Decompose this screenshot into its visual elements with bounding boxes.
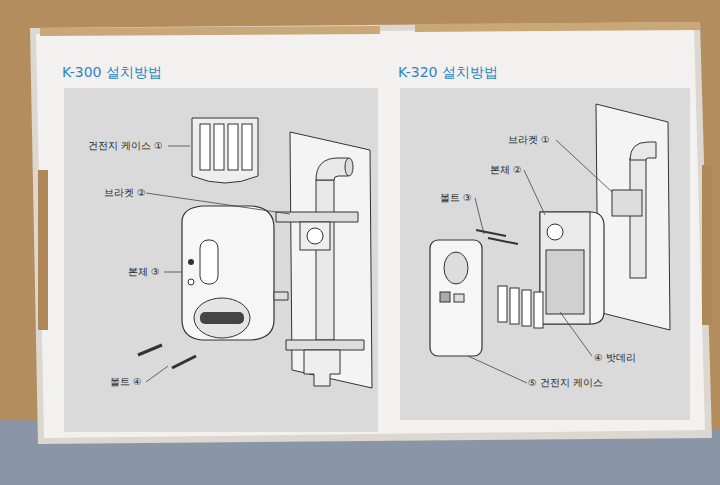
panel-region: K-320 설치방법	[398, 64, 692, 422]
part-label: 볼트 ③	[440, 192, 472, 203]
part-label: 브라켓 ②	[104, 187, 146, 198]
panel-region: K-300 설치방법	[62, 64, 380, 434]
part-label: ⑤ 건전지 케이스	[528, 377, 603, 388]
part-label: ④ 밧데리	[594, 352, 636, 363]
part-label: 본체 ③	[128, 266, 160, 277]
section-heading: K-320 설치방법	[398, 64, 498, 82]
part-label: 본체 ②	[490, 164, 522, 175]
part-label: 볼트 ④	[110, 376, 142, 387]
part-label: 건전지 케이스 ①	[88, 140, 163, 151]
section-heading: K-300 설치방법	[62, 64, 162, 82]
part-label: 브라켓 ①	[508, 134, 550, 145]
